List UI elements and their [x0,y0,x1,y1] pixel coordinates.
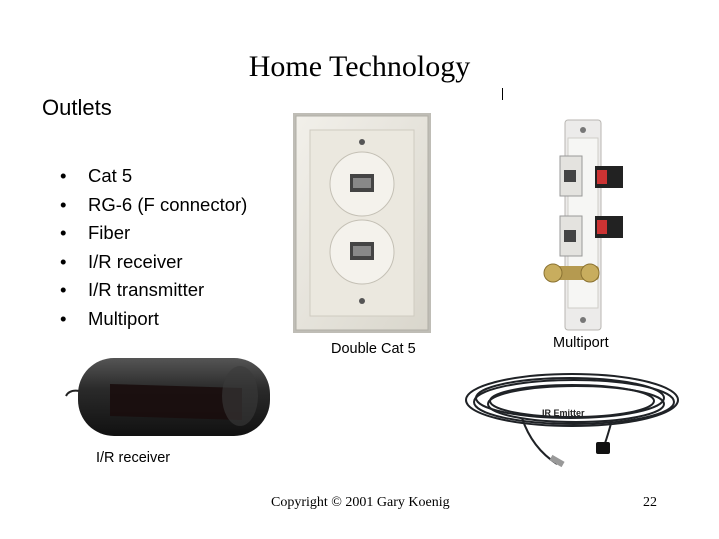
multiport-image [543,119,623,331]
bullet-icon: • [60,193,67,215]
page-number: 22 [643,495,657,510]
list-item: •Cat 5 [60,165,133,187]
bullet-list: •Cat 5 •RG-6 (F connector) •Fiber •I/R r… [60,162,247,333]
double-cat5-caption: Double Cat 5 [331,341,416,357]
ir-receiver-caption: I/R receiver [96,450,171,466]
ir-receiver-image [65,358,270,436]
list-item: •Multiport [60,307,159,329]
ir-emitter-label: IR Emitter [542,408,585,418]
double-cat5-wallplate-image [293,113,431,333]
stray-mark [502,88,503,100]
bullet-icon: • [60,279,67,301]
bullet-icon: • [60,222,67,244]
list-item: •I/R transmitter [60,279,205,301]
copyright-footer: Copyright © 2001 Gary Koenig [271,495,450,510]
bullet-icon: • [60,165,67,187]
list-item: •RG-6 (F connector) [60,193,248,215]
bullet-icon: • [60,250,67,272]
list-item: •I/R receiver [60,250,183,272]
slide-title: Home Technology [248,50,471,83]
multiport-caption: Multiport [553,335,609,351]
bullet-icon: • [60,307,67,329]
ir-emitter-image: IR Emitter [465,373,679,468]
list-item: •Fiber [60,222,131,244]
section-heading: Outlets [42,95,112,120]
